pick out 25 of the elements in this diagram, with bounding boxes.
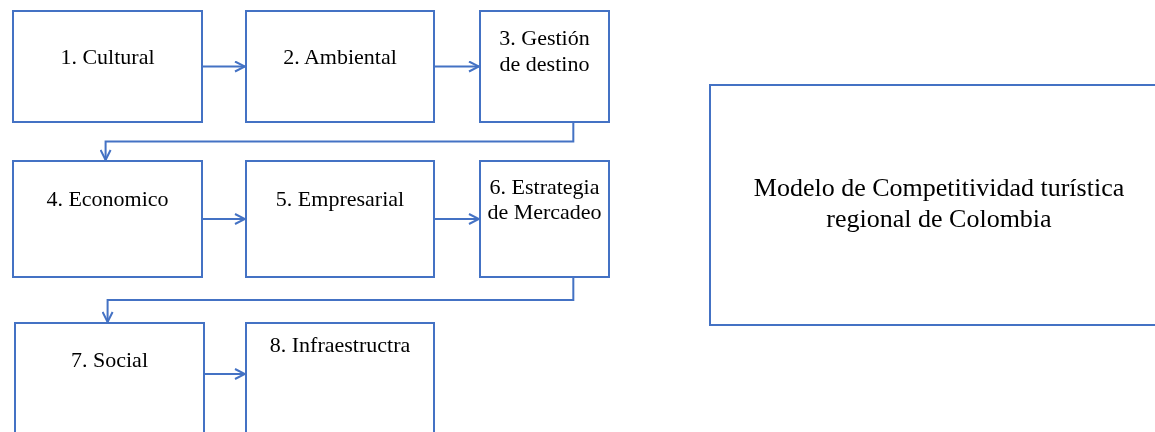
process-box <box>12 10 203 123</box>
arrow <box>101 277 575 323</box>
process-box <box>14 322 205 432</box>
process-box <box>479 10 610 123</box>
process-box <box>12 160 203 278</box>
process-box <box>245 160 435 278</box>
box-label: 8. Infraestructra <box>269 331 411 358</box>
arrow <box>434 213 480 225</box>
process-box <box>245 322 435 432</box>
process-box <box>479 160 610 278</box>
box-label: 4. Economico <box>46 186 169 212</box>
arrow <box>202 213 246 225</box>
process-box <box>709 84 1155 326</box>
arrow <box>204 368 246 380</box>
box-label: 5. Empresarial <box>275 186 405 212</box>
arrow <box>99 122 575 161</box>
arrow <box>434 60 480 73</box>
box-label: 1. Cultural <box>60 43 155 70</box>
box-label: 2. Ambiental <box>283 43 397 70</box>
box-label: 6. Estrategia de Mercadeo <box>487 173 602 225</box>
box-label: 3. Gestión de destino <box>498 25 591 76</box>
arrow <box>202 60 246 73</box>
box-label: 7. Social <box>71 346 148 373</box>
process-box <box>245 10 435 123</box>
box-label: Modelo de Competitividad turística regional de Colombia <box>752 171 1126 235</box>
